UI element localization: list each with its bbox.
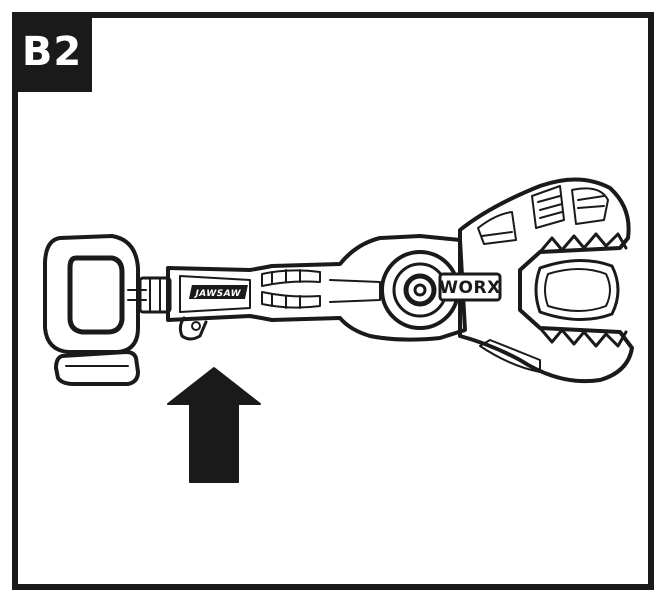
- arrow-up-icon: [167, 367, 261, 483]
- chain-bar: [534, 232, 628, 348]
- brand-name: WORX: [439, 278, 500, 298]
- handle-brand: JAWSAW: [193, 289, 242, 299]
- main-handle: [166, 234, 467, 342]
- lock-off-switch: [178, 316, 208, 341]
- step-label: B2: [12, 12, 92, 92]
- brand-plate: [438, 272, 502, 302]
- jaw-housing: [458, 177, 634, 384]
- handle-neck: [138, 276, 172, 314]
- battery-pack: [43, 234, 147, 386]
